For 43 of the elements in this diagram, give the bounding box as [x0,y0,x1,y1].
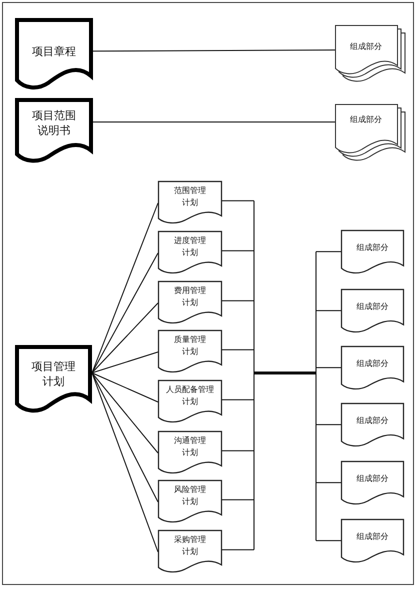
connector-line [92,372,158,502]
node-label: 费用管理计划 [173,285,207,309]
connector-line [316,540,342,542]
connector-line [92,302,158,374]
connector-line [92,252,158,374]
connector-line [222,250,254,252]
connector-line [222,300,254,302]
node-label: 项目范围说明书 [31,108,77,138]
node-label: 组成部分 [356,301,390,313]
node-label: 项目章程 [31,44,77,59]
connector-line [316,251,342,252]
connector-line [316,482,342,484]
trunk-line [254,372,316,374]
connector-line [92,122,336,123]
connector-line [222,549,254,550]
connector-line [92,352,158,374]
connector-line [316,424,342,426]
node-label: 项目管理计划 [30,359,76,389]
node-label: 组成部分 [356,242,390,254]
node-label: 组成部分 [349,114,383,126]
connector-line [316,367,342,368]
node-label: 进度管理计划 [173,235,207,259]
node-label: 沟通管理计划 [173,435,207,459]
connector-line [222,399,254,400]
connector-line [92,372,158,454]
connector-line [92,372,158,402]
bus-line [254,200,316,550]
connector-line [92,50,336,52]
connector-line [316,310,342,312]
connector-line [222,499,254,500]
node-label: 组成部分 [356,415,390,427]
node-label: 组成部分 [356,473,390,485]
connector-line [222,450,254,452]
node-label: 人员配备管理计划 [165,384,215,408]
node-label: 范围管理计划 [173,185,207,209]
node-label: 质量管理计划 [173,334,207,358]
node-label: 组成部分 [356,358,390,370]
node-label: 风险管理计划 [173,484,207,508]
node-label: 组成部分 [349,41,383,53]
connector-line [222,200,254,202]
node-label: 组成部分 [356,531,390,543]
node-label: 采购管理计划 [173,534,207,558]
connector-line [222,349,254,350]
